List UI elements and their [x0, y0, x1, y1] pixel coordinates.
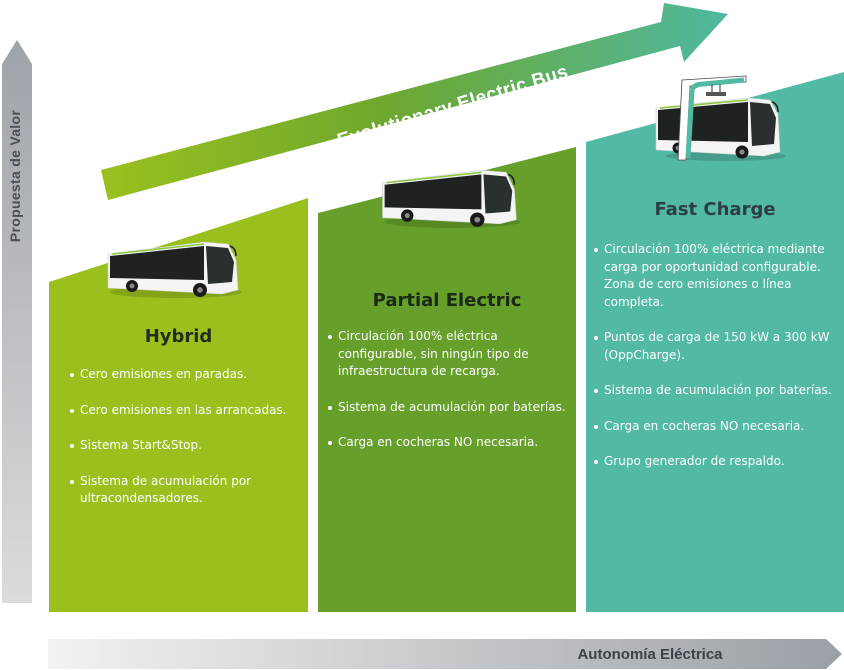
bullet-item: Cero emisiones en las arrancadas. — [70, 402, 302, 420]
panel-hybrid-title: Hybrid — [144, 326, 213, 347]
panel-partial-bullets: Circulación 100% eléctrica configurable,… — [328, 328, 576, 470]
x-axis-arrow — [48, 639, 842, 669]
panel-hybrid-bg — [49, 198, 308, 612]
x-axis-label: Autonomía Eléctrica — [577, 646, 723, 663]
y-axis-label: Propuesta de Valor — [7, 109, 23, 243]
panel-partial-title: Partial Electric — [372, 290, 522, 311]
bullet-item: Puntos de carga de 150 kW a 300 kW (OppC… — [594, 329, 842, 364]
panel-fast-bullets: Circulación 100% eléctrica mediante carg… — [594, 241, 842, 489]
bus-icon — [382, 169, 521, 228]
panel-fast-bg — [586, 72, 844, 612]
evolution-arrow — [101, 3, 728, 200]
bus-icon — [107, 241, 242, 298]
bullet-item: Grupo generador de respaldo. — [594, 453, 842, 471]
y-axis-arrow — [2, 40, 32, 603]
bullet-item: Sistema Start&Stop. — [70, 437, 302, 455]
bullet-item: Circulación 100% eléctrica mediante carg… — [594, 241, 842, 311]
panel-hybrid-bullets: Cero emisiones en paradas. Cero emisione… — [70, 366, 302, 526]
bus-with-pantograph-icon — [655, 75, 786, 161]
panel-partial-bg — [318, 147, 576, 612]
bullet-item: Carga en cocheras NO necesaria. — [594, 418, 842, 436]
bullet-item: Carga en cocheras NO necesaria. — [328, 434, 576, 452]
bullet-item: Cero emisiones en paradas. — [70, 366, 302, 384]
bullet-item: Sistema de acumulación por ultracondensa… — [70, 473, 302, 508]
panel-fast-title: Fast Charge — [654, 199, 776, 220]
bullet-item: Sistema de acumulación por baterías. — [328, 399, 576, 417]
bullet-item: Sistema de acumulación por baterías. — [594, 382, 842, 400]
bullet-item: Circulación 100% eléctrica configurable,… — [328, 328, 576, 381]
